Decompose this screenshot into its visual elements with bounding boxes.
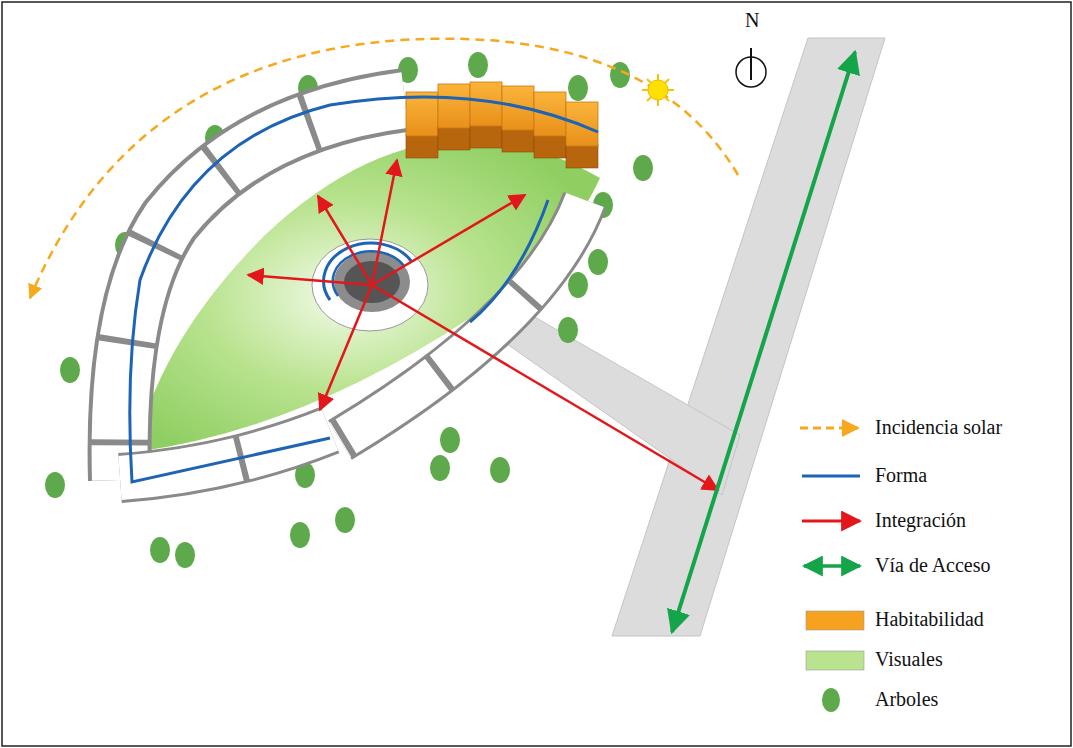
legend-text: Arboles xyxy=(875,687,938,711)
housing-block xyxy=(438,84,470,128)
tree xyxy=(175,542,195,568)
tree xyxy=(558,317,578,343)
tree xyxy=(335,507,355,533)
legend-text: Habitabilidad xyxy=(875,607,984,631)
tree xyxy=(150,537,170,563)
legend-text: Incidencia solar xyxy=(875,415,1002,439)
tree xyxy=(633,155,653,181)
legend-text: Vía de Acceso xyxy=(875,553,991,577)
tree xyxy=(60,357,80,383)
legend-sample xyxy=(806,651,864,670)
tree xyxy=(440,427,460,453)
tree xyxy=(568,75,588,101)
tree xyxy=(45,472,65,498)
tree xyxy=(468,52,488,78)
legend-sample xyxy=(802,475,860,478)
legend-text: Forma xyxy=(875,463,927,487)
legend-sample xyxy=(802,520,860,523)
legend-text: Integración xyxy=(875,508,966,532)
legend-sample xyxy=(822,688,840,712)
tree xyxy=(568,272,588,298)
tree xyxy=(290,522,310,548)
legend-sample xyxy=(804,564,860,568)
housing-block xyxy=(406,92,438,136)
legend-sample xyxy=(800,427,858,430)
legend-sample xyxy=(806,611,864,630)
tree xyxy=(588,249,608,275)
legend-text: Visuales xyxy=(875,647,943,671)
tree xyxy=(430,455,450,481)
north-label: N xyxy=(745,8,759,32)
tree xyxy=(490,457,510,483)
